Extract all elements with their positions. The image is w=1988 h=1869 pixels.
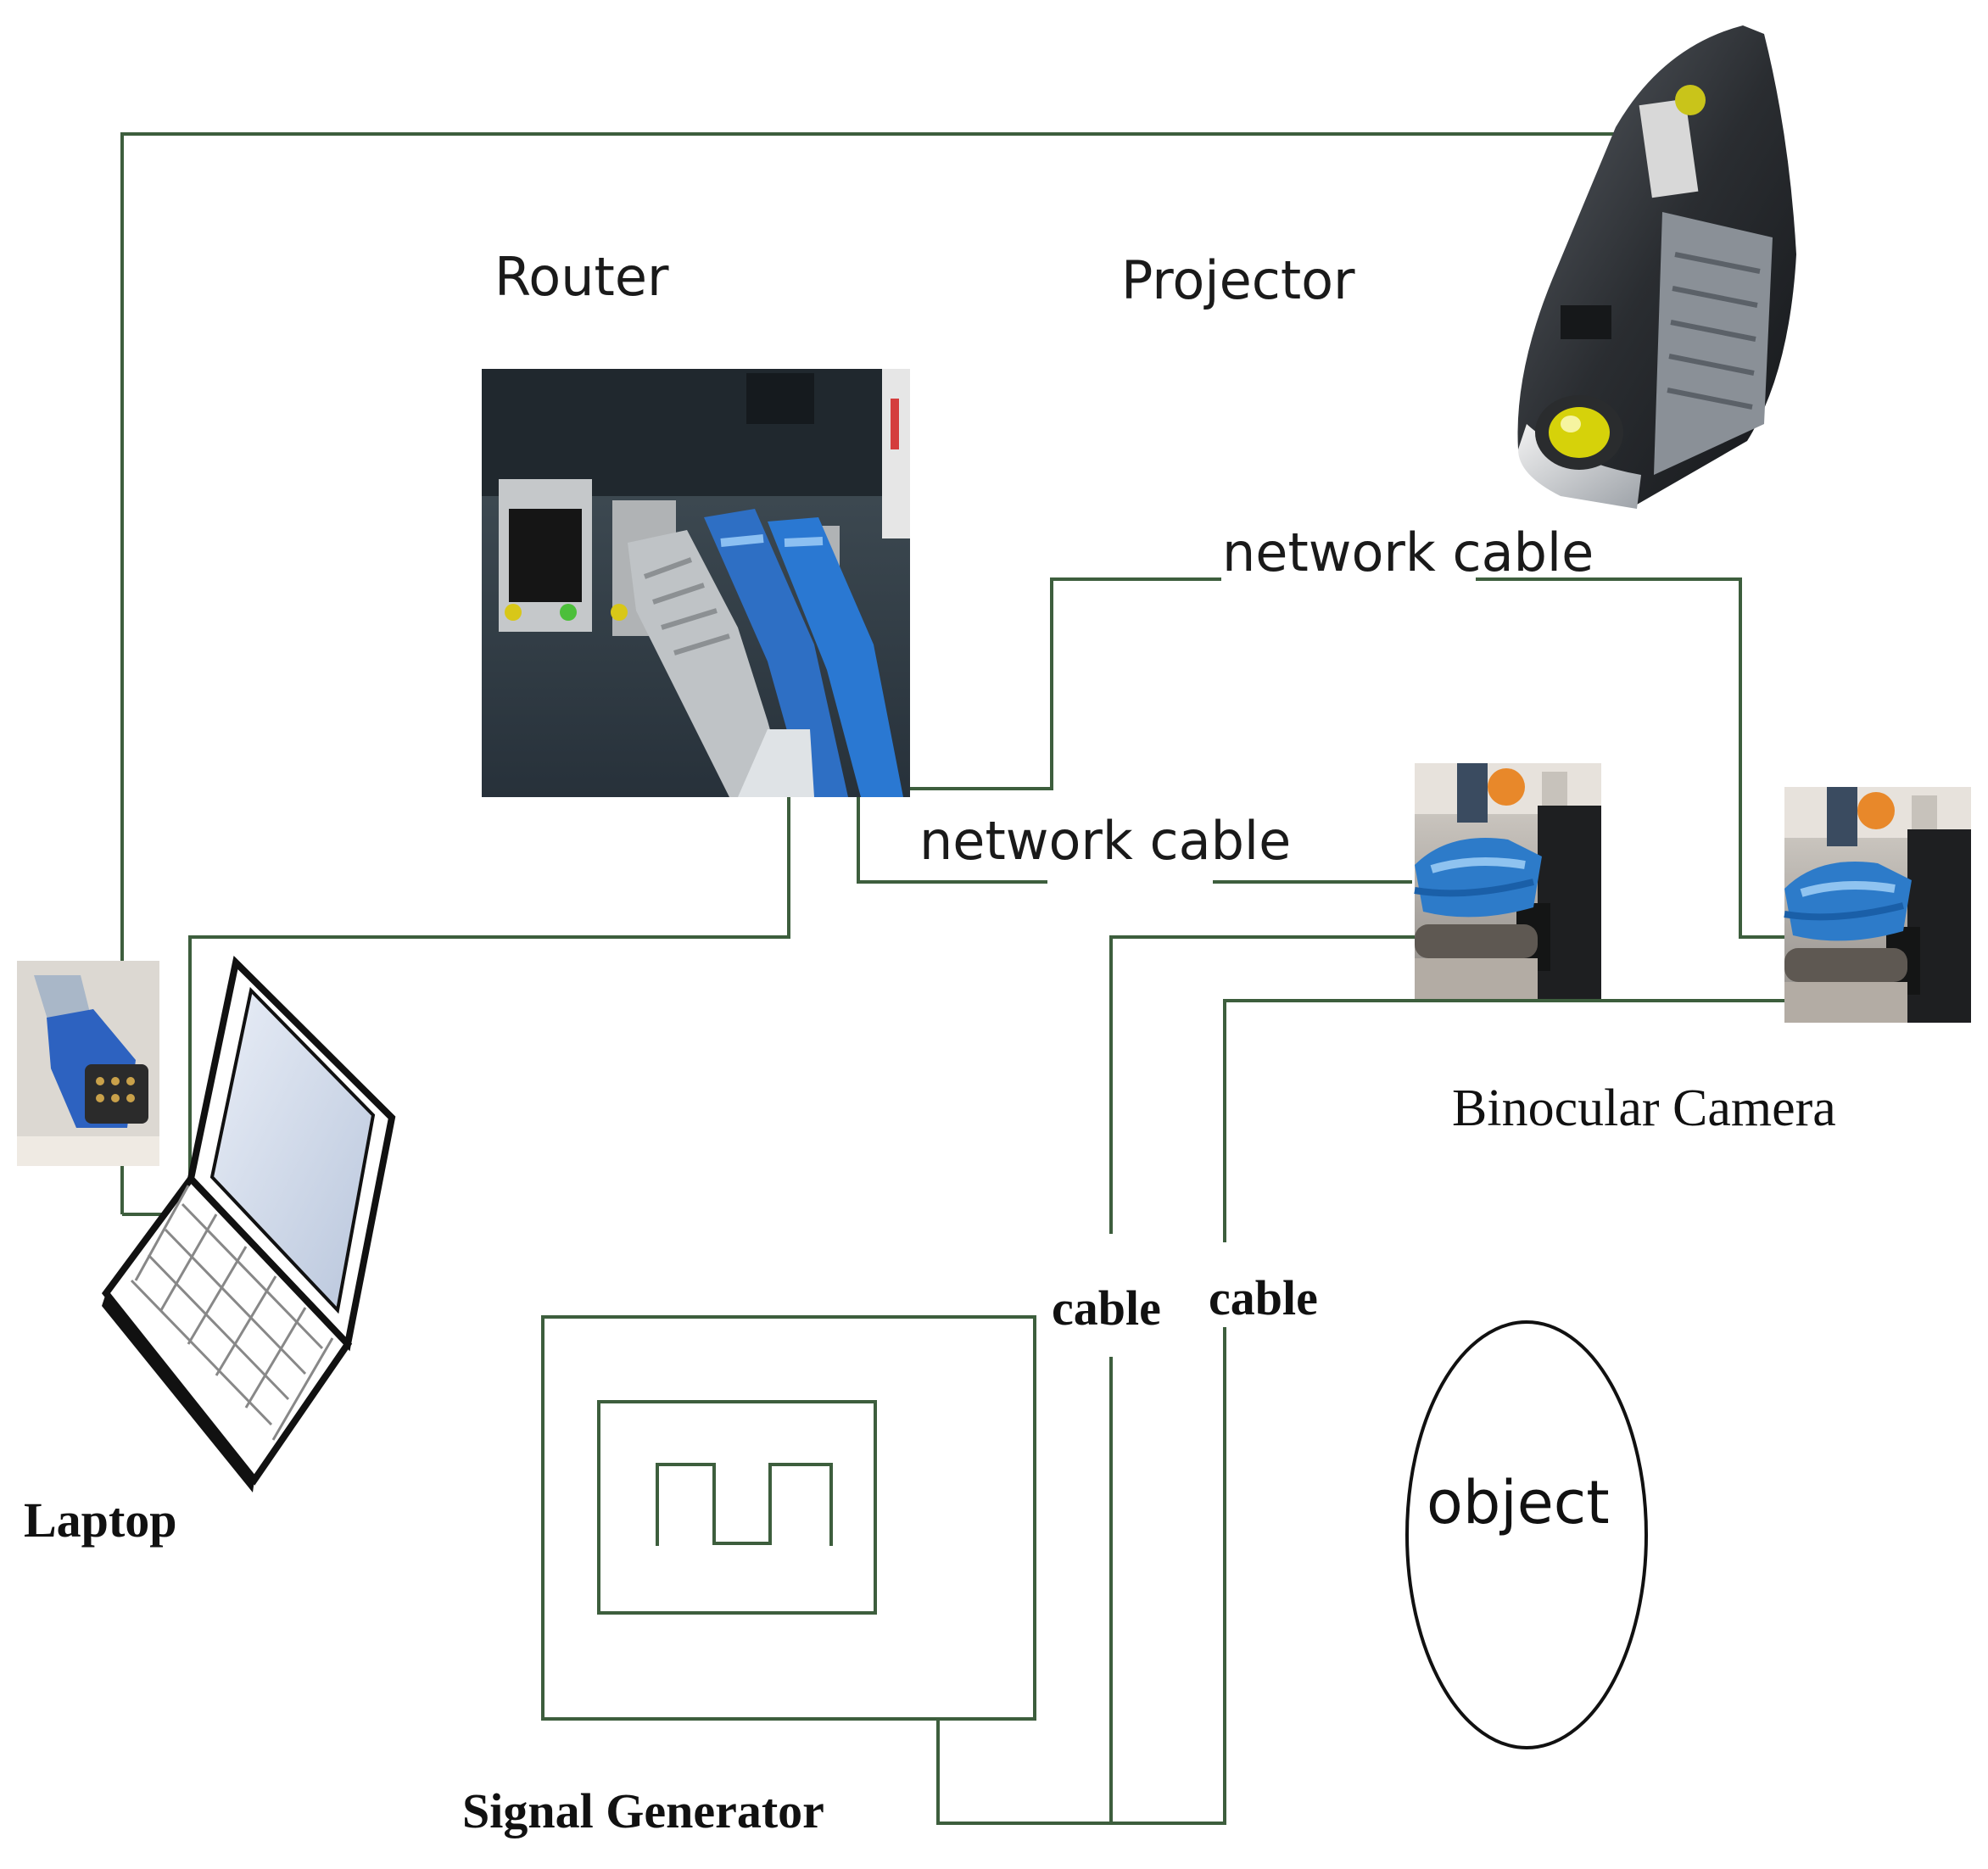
binocular-camera-label: Binocular Camera [1452, 1080, 1836, 1137]
object-label: object [1427, 1468, 1610, 1537]
camera-left-photo-icon [1415, 763, 1601, 999]
wire-router-laptop [188, 797, 790, 1179]
wire-camera-right-siggen-b [936, 1327, 1226, 1825]
laptop-icon [101, 955, 396, 1492]
wire-router-camera-right-b [1476, 577, 1784, 939]
network-cable-top-label: network cable [1222, 522, 1594, 583]
projector-icon [1517, 25, 1796, 509]
signal-generator-label: Signal Generator [462, 1783, 824, 1838]
object-ellipse [1405, 1320, 1648, 1749]
wire-router-camera-left [857, 797, 1047, 884]
vga-connector-icon [17, 961, 159, 1166]
signal-generator-icon [541, 1315, 1036, 1721]
wire-router-camera-right [907, 577, 1221, 790]
router-label: Router [494, 246, 669, 308]
router-photo-icon [482, 369, 910, 797]
projector-label: Projector [1121, 249, 1355, 311]
laptop-label: Laptop [24, 1492, 177, 1548]
camera-right-photo-icon [1784, 787, 1971, 1023]
cable-left-label: cable [1052, 1280, 1161, 1336]
square-wave-icon [656, 1463, 833, 1546]
cable-right-label: cable [1209, 1270, 1318, 1325]
network-cable-mid-label: network cable [919, 810, 1291, 872]
wire-camera-left-siggen [1109, 935, 1415, 1234]
wire-camera-right-siggen [1223, 999, 1784, 1242]
